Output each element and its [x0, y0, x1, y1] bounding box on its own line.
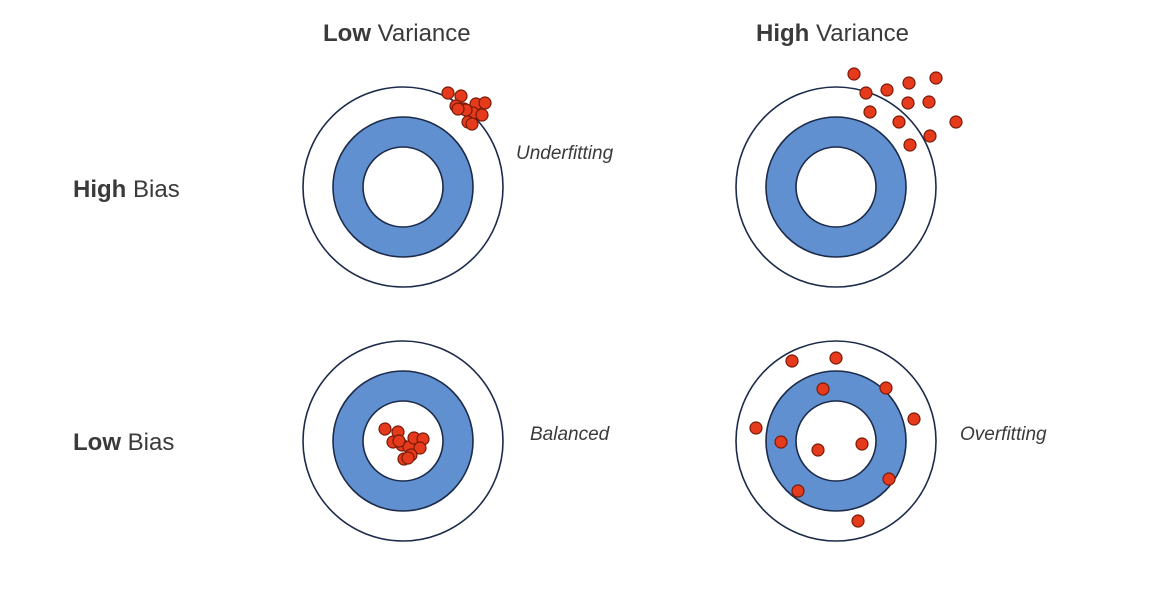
shot-dot: [749, 421, 763, 435]
target-low-bias-high-variance-bullseye: [795, 400, 877, 482]
shot-dot: [378, 422, 392, 436]
shot-dot: [811, 443, 825, 457]
shot-dot: [859, 86, 873, 100]
shot-dot: [451, 102, 465, 116]
row-header-bold: High: [73, 176, 127, 203]
label-overfitting: Overfitting: [960, 424, 1047, 445]
shot-dot: [465, 117, 479, 131]
shot-dot: [880, 83, 894, 97]
shot-dot: [791, 484, 805, 498]
column-header-rest: Variance: [377, 20, 471, 47]
shot-dot: [907, 412, 921, 426]
shot-dot: [475, 108, 489, 122]
column-header-low-variance: Low Variance: [323, 20, 471, 48]
shot-dot: [903, 138, 917, 152]
shot-dot: [922, 95, 936, 109]
shot-dot: [855, 437, 869, 451]
shot-dot: [413, 441, 427, 455]
shot-dot: [863, 105, 877, 119]
shot-dot: [478, 96, 492, 110]
shot-dot: [829, 351, 843, 365]
row-header-rest: Bias: [127, 429, 175, 456]
shot-dot: [392, 434, 406, 448]
shot-dot: [816, 382, 830, 396]
shot-dot: [441, 86, 455, 100]
row-header-rest: Bias: [133, 176, 180, 203]
shot-dot: [879, 381, 893, 395]
target-high-bias-low-variance-bullseye: [362, 146, 444, 228]
column-header-rest: Variance: [816, 20, 909, 47]
shot-dot: [923, 129, 937, 143]
shot-dot: [847, 67, 861, 81]
row-header-high-bias: High Bias: [73, 176, 180, 204]
target-high-bias-high-variance-bullseye: [795, 146, 877, 228]
shot-dot: [401, 451, 415, 465]
shot-dot: [785, 354, 799, 368]
label-balanced: Balanced: [530, 424, 610, 445]
shot-dot: [949, 115, 963, 129]
shot-dot: [902, 76, 916, 90]
shot-dot: [901, 96, 915, 110]
column-header-bold: High: [756, 20, 810, 47]
shot-dot: [882, 472, 896, 486]
column-header-high-variance: High Variance: [756, 20, 909, 48]
shot-dot: [929, 71, 943, 85]
shot-dot: [851, 514, 865, 528]
row-header-bold: Low: [73, 429, 121, 456]
label-underfitting: Underfitting: [516, 143, 614, 164]
column-header-bold: Low: [323, 20, 371, 47]
row-header-low-bias: Low Bias: [73, 429, 174, 457]
shot-dot: [774, 435, 788, 449]
shot-dot: [892, 115, 906, 129]
